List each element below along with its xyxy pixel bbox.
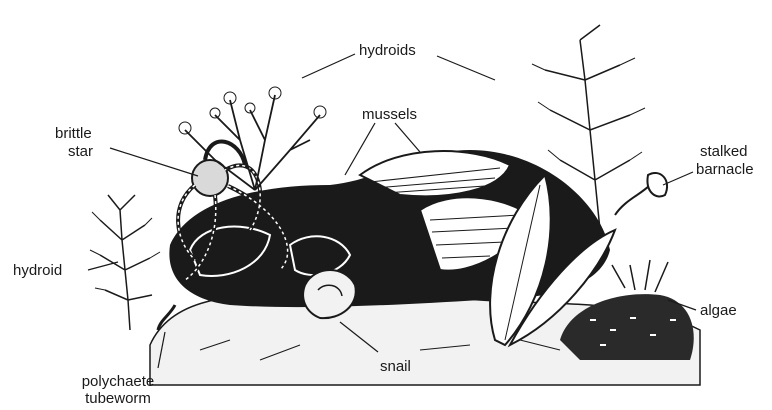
- leader-mussels-right: [395, 123, 420, 152]
- label-algae: algae: [700, 302, 737, 319]
- leader-hydroid-left: [88, 262, 118, 270]
- label-brittle-star-line1: brittle: [55, 125, 92, 142]
- stalked-barnacle: [615, 173, 667, 215]
- label-hydroid: hydroid: [13, 262, 62, 279]
- label-stalked-barnacle-line1: stalked: [700, 143, 748, 160]
- leader-hydroids-left: [302, 54, 355, 78]
- label-hydroids: hydroids: [359, 42, 416, 59]
- leader-hydroids-right: [437, 56, 495, 80]
- label-polychaete-line2: tubeworm: [72, 390, 164, 407]
- leader-barnacle: [663, 172, 693, 185]
- label-snail: snail: [380, 358, 411, 375]
- label-stalked-barnacle-line2: barnacle: [696, 161, 754, 178]
- label-polychaete-line1: polychaete: [72, 373, 164, 390]
- leader-brittle-star: [110, 148, 198, 176]
- hydroid-colony-left: [90, 195, 160, 330]
- label-brittle-star-line2: star: [68, 143, 93, 160]
- label-mussels: mussels: [362, 106, 417, 123]
